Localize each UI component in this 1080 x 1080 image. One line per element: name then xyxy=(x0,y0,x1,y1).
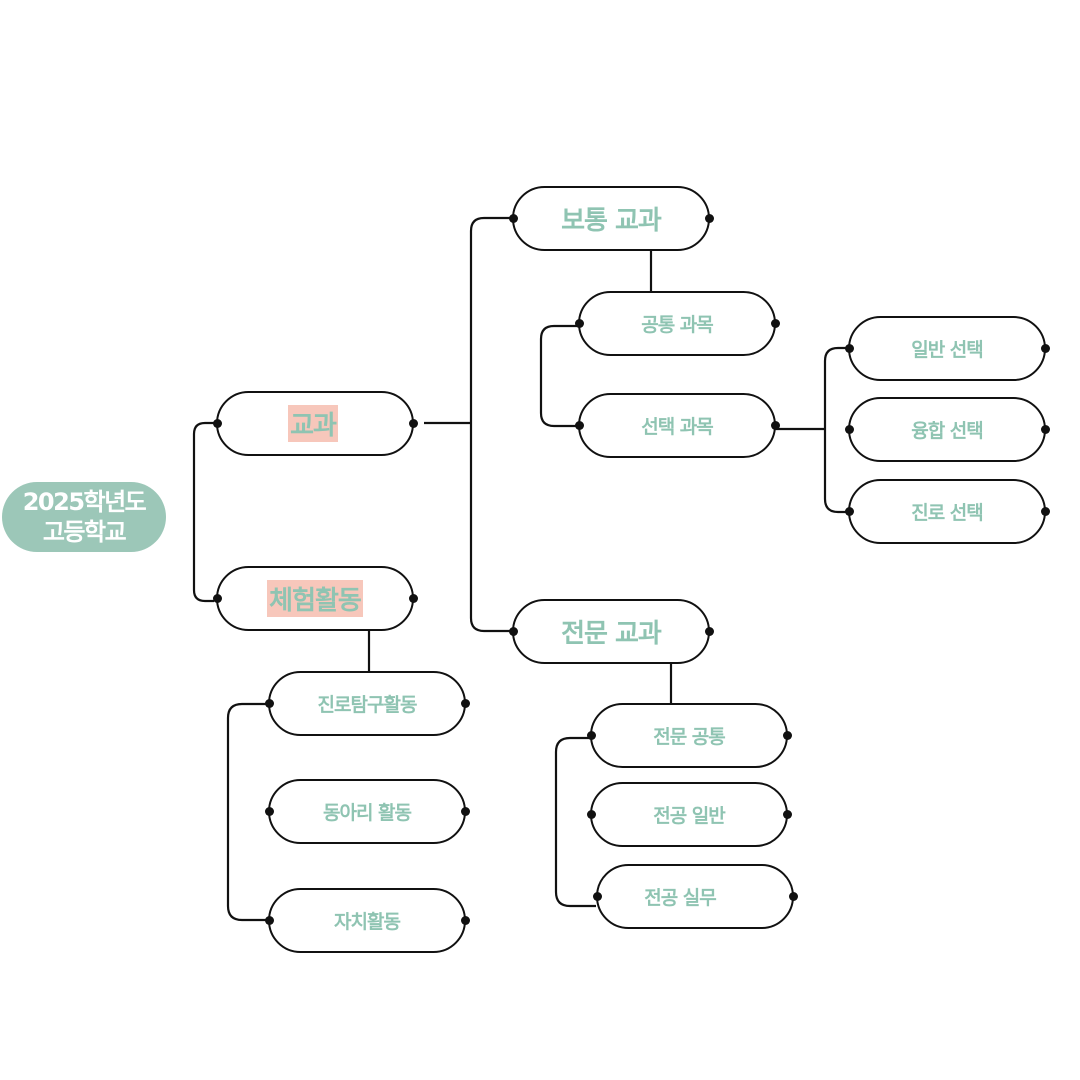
node-specialized-common: 전문 공통 xyxy=(586,703,792,768)
node-autonomous-activity: 자치활동 xyxy=(264,888,470,953)
connector-general-bracket xyxy=(539,324,578,428)
node-career-exploration-label: 진로탐구활동 xyxy=(317,694,418,716)
connector-dot xyxy=(264,807,274,816)
node-general-elective: 일반 선택 xyxy=(844,316,1050,381)
connector-dot xyxy=(508,627,518,636)
connector-dot xyxy=(586,810,596,819)
node-career-exploration: 진로탐구활동 xyxy=(264,671,470,736)
node-common-course: 공통 과목 xyxy=(574,291,780,356)
connector-dot xyxy=(212,419,222,428)
connector-dot xyxy=(508,214,518,223)
connector-experience-bracket xyxy=(226,702,268,922)
connector-dot xyxy=(704,627,714,636)
connector-specialized-bracket xyxy=(554,736,596,908)
node-club-activity-label: 동아리 활동 xyxy=(322,802,412,824)
node-experience-label: 체험활동 xyxy=(267,580,363,617)
connector-dot xyxy=(1040,507,1050,516)
connector-elective-bracket xyxy=(823,346,848,514)
node-fusion-elective-label: 융합 선택 xyxy=(911,420,984,442)
connector-dot xyxy=(782,731,792,740)
node-elective-course: 선택 과목 xyxy=(574,393,780,458)
node-general-subject-label: 보통 교과 xyxy=(561,206,662,236)
connector-dot xyxy=(844,344,854,353)
connector-dot xyxy=(574,421,584,430)
connector-dot xyxy=(1040,344,1050,353)
connector-dot xyxy=(770,319,780,328)
node-specialized-subject-label: 전문 교과 xyxy=(561,619,662,649)
connector-dot xyxy=(460,699,470,708)
node-autonomous-activity-label: 자치활동 xyxy=(334,911,401,933)
node-common-course-label: 공통 과목 xyxy=(641,314,714,336)
node-major-practice-label: 전공 실무 xyxy=(644,887,717,909)
connector-dot xyxy=(592,892,602,901)
node-club-activity: 동아리 활동 xyxy=(264,779,470,844)
node-general-elective-label: 일반 선택 xyxy=(911,339,984,361)
node-experience: 체험활동 xyxy=(212,566,418,631)
connector-dot xyxy=(212,594,222,603)
node-career-elective: 진로 선택 xyxy=(844,479,1050,544)
root-node: 2025학년도 고등학교 xyxy=(2,482,166,552)
connector-dot xyxy=(408,419,418,428)
node-major-general-label: 전공 일반 xyxy=(653,805,726,827)
node-fusion-elective: 융합 선택 xyxy=(844,397,1050,462)
node-major-practice: 전공 실무 xyxy=(592,864,798,929)
connector-dot xyxy=(408,594,418,603)
connector-dot xyxy=(1040,425,1050,434)
node-elective-course-label: 선택 과목 xyxy=(641,416,714,438)
node-specialized-common-label: 전문 공통 xyxy=(653,726,726,748)
connector-dot xyxy=(844,507,854,516)
node-general-subject: 보통 교과 xyxy=(508,186,714,251)
connector-branch-bracket xyxy=(469,216,510,633)
connector-subject-experience xyxy=(192,421,214,603)
node-subject: 교과 xyxy=(212,391,418,456)
connector-dot xyxy=(704,214,714,223)
node-major-general: 전공 일반 xyxy=(586,782,792,847)
node-specialized-subject: 전문 교과 xyxy=(508,599,714,664)
node-career-elective-label: 진로 선택 xyxy=(911,502,984,524)
connector-dot xyxy=(788,892,798,901)
root-label-year: 2025학년도 xyxy=(22,488,147,516)
connector-dot xyxy=(844,425,854,434)
node-subject-label: 교과 xyxy=(288,405,338,442)
connector-dot xyxy=(586,731,596,740)
connector-dot xyxy=(460,916,470,925)
connector-dot xyxy=(574,319,584,328)
connector-dot xyxy=(264,699,274,708)
connector-dot xyxy=(264,916,274,925)
connector-dot xyxy=(782,810,792,819)
root-label-school: 고등학교 xyxy=(42,518,127,546)
connector-dot xyxy=(460,807,470,816)
connector-dot xyxy=(770,421,780,430)
